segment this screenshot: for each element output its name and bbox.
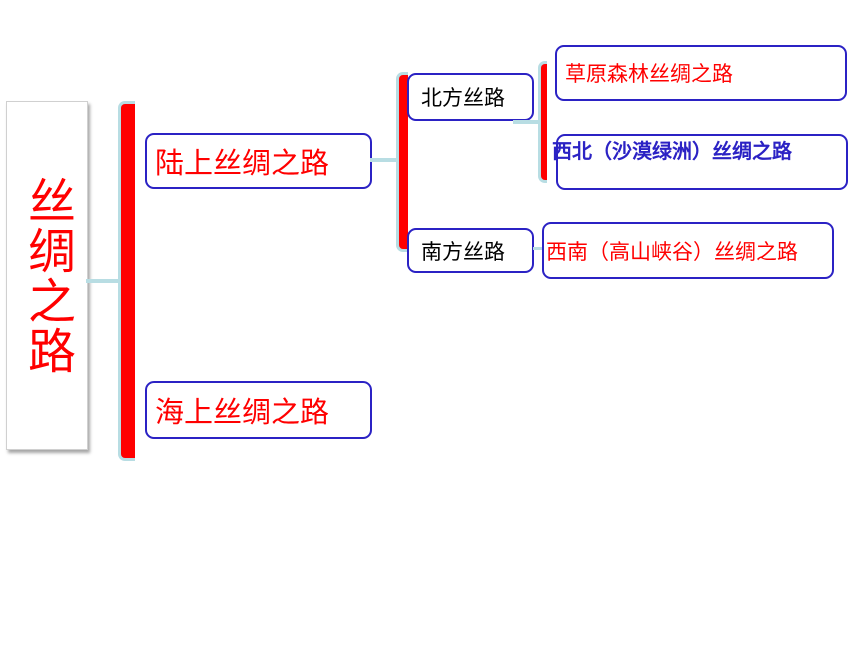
root-node: 丝绸之路 bbox=[6, 101, 88, 450]
steppe-route-node: 草原森林丝绸之路 bbox=[555, 45, 847, 101]
root-connector bbox=[86, 279, 122, 283]
north-route-node: 北方丝路 bbox=[407, 73, 534, 121]
south-route-node: 南方丝路 bbox=[407, 228, 534, 273]
root-label: 丝绸之路 bbox=[19, 175, 75, 376]
south-connector bbox=[533, 247, 545, 250]
south-route-label: 南方丝路 bbox=[421, 239, 505, 264]
main-bracket bbox=[118, 101, 135, 461]
land-route-node: 陆上丝绸之路 bbox=[145, 133, 372, 189]
southwest-route-node: 西南（高山峡谷）丝绸之路 bbox=[542, 222, 834, 279]
land-bracket bbox=[396, 72, 408, 252]
north-bracket bbox=[538, 61, 547, 183]
land-route-label: 陆上丝绸之路 bbox=[155, 146, 330, 180]
northwest-route-node bbox=[556, 134, 848, 190]
steppe-route-label: 草原森林丝绸之路 bbox=[565, 62, 733, 86]
north-route-label: 北方丝路 bbox=[421, 86, 505, 110]
northwest-route-label: 西北（沙漠绿洲）丝绸之路 bbox=[552, 139, 792, 163]
north-connector bbox=[513, 120, 541, 124]
sea-route-label: 海上丝绸之路 bbox=[155, 395, 330, 429]
southwest-route-label: 西南（高山峡谷）丝绸之路 bbox=[546, 239, 798, 264]
sea-route-node: 海上丝绸之路 bbox=[145, 381, 372, 439]
land-connector bbox=[370, 158, 398, 162]
